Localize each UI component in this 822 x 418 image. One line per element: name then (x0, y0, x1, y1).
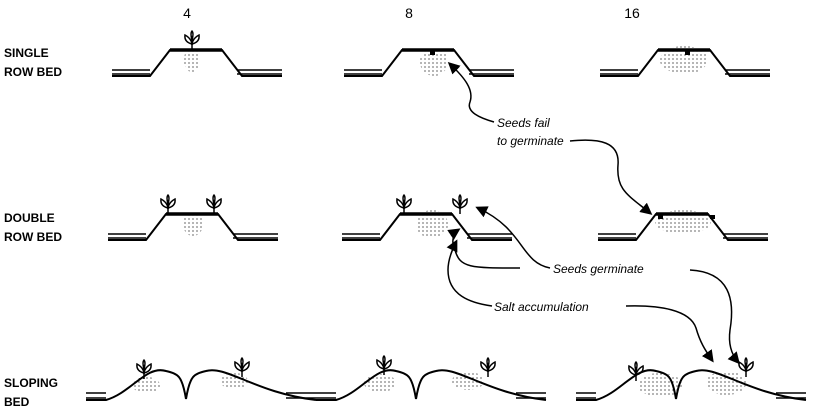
double-row-bed-8 (340, 194, 514, 242)
row-label-single-1: SINGLE (4, 46, 49, 60)
sloping-bed-8 (315, 355, 547, 401)
row-label-double-2: ROW BED (4, 230, 62, 244)
column-header-16: 16 (624, 5, 640, 21)
double-row-bed-16 (596, 210, 770, 242)
single-row-bed-8 (342, 48, 516, 78)
sloping-bed-4 (85, 357, 317, 401)
annotation-seeds-germinate: Seeds germinate (553, 262, 644, 276)
row-label-sloping-2: BED (4, 395, 30, 409)
annotation-seeds-fail-line1: Seeds fail (497, 116, 550, 130)
annotation-seeds-fail-line2: to germinate (497, 134, 564, 148)
column-header-8: 8 (405, 5, 413, 21)
single-row-bed-4 (110, 30, 284, 78)
annotation-arrows (446, 61, 740, 365)
double-row-bed-4 (106, 194, 280, 242)
annotation-salt-accumulation: Salt accumulation (494, 300, 589, 314)
single-row-bed-16 (598, 46, 772, 78)
row-label-double-1: DOUBLE (4, 211, 55, 225)
row-label-single-2: ROW BED (4, 65, 62, 79)
row-label-sloping-1: SLOPING (4, 376, 58, 390)
sloping-bed-16 (575, 357, 807, 401)
column-header-4: 4 (183, 5, 191, 21)
